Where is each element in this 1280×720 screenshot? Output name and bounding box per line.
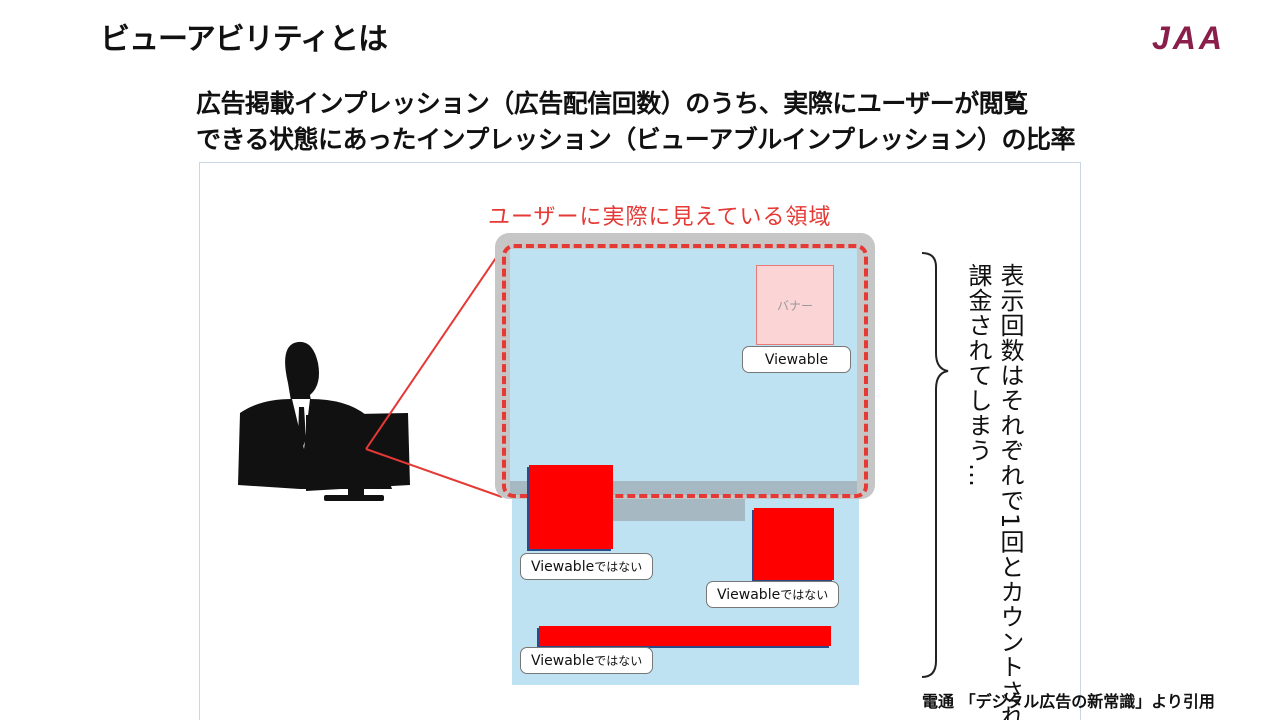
billing-note: 表示回数はそれぞれで1回とカウントされ課金されてしまう… <box>964 263 1024 720</box>
sight-line-bottom <box>365 448 503 498</box>
definition-text: 広告掲載インプレッション（広告配信回数）のうち、実際にユーザーが閲覧 できる状態… <box>196 86 1196 158</box>
ad-not-viewable-3 <box>539 626 831 646</box>
not-viewable-tag-3-suffix: ではない <box>594 654 643 668</box>
ad-not-viewable-2 <box>754 508 834 580</box>
banner-label: バナー <box>776 298 813 313</box>
slide-title: ビューアビリティとは <box>100 22 388 57</box>
not-viewable-tag-1-suffix: ではない <box>594 560 643 574</box>
user-monitor-icon <box>306 413 410 501</box>
curly-brace <box>921 252 949 678</box>
viewable-tag: Viewable <box>742 346 851 373</box>
not-viewable-tag-1-prefix: Viewable <box>531 558 595 575</box>
not-viewable-tag-2-prefix: Viewable <box>717 586 781 603</box>
definition-line-1: 広告掲載インプレッション（広告配信回数）のうち、実際にユーザーが閲覧 <box>196 89 1028 118</box>
source-citation: 電通 「デジタル広告の新常識」より引用 <box>922 692 1215 711</box>
visible-area-label: ユーザーに実際に見えている領域 <box>488 205 832 230</box>
definition-line-2: できる状態にあったインプレッション（ビューアブルインプレッション）の比率 <box>196 125 1076 154</box>
sight-line-top <box>365 248 503 450</box>
jaa-logo: JAA <box>1152 20 1226 56</box>
monitor-stand <box>610 499 745 521</box>
user-silhouette-illustration <box>238 248 949 678</box>
not-viewable-tag-2-suffix: ではない <box>780 588 829 602</box>
viewable-tag-text: Viewable <box>764 351 829 368</box>
not-viewable-tag-3-prefix: Viewable <box>531 652 595 669</box>
viewable-zone-outline <box>502 244 868 498</box>
banner-ad-viewable: バナー <box>756 265 834 345</box>
ad-not-viewable-1 <box>529 465 613 549</box>
